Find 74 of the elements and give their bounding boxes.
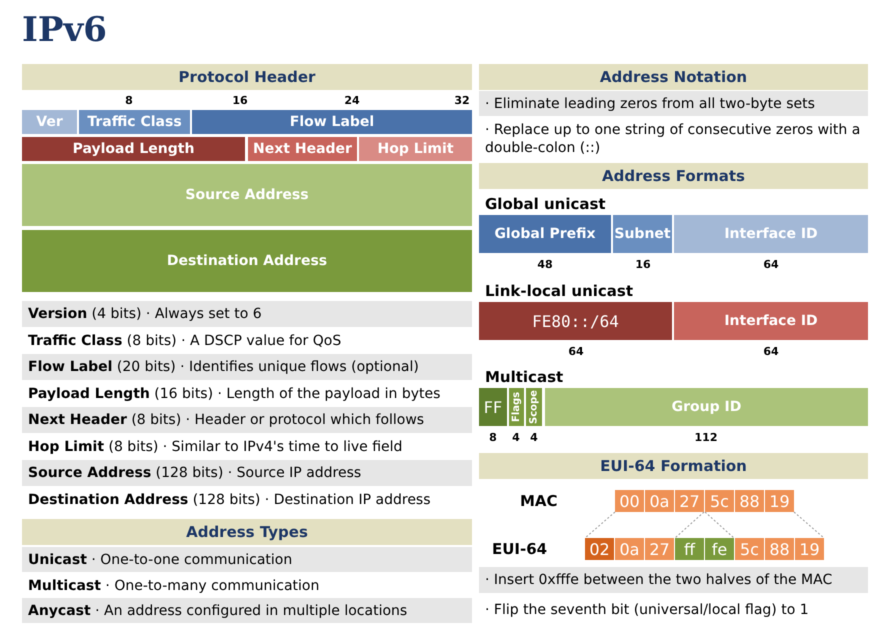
- bit-number: 8: [124, 93, 134, 106]
- byte-box: 00: [615, 490, 644, 512]
- byte-box: ff: [675, 538, 704, 560]
- address-field-box: Global Prefix: [479, 215, 611, 253]
- field-description: Payload Length (16 bits) · Length of the payload in bytes: [27, 384, 442, 404]
- address-field-box: Flags: [509, 388, 524, 426]
- subheading: Multicast: [485, 368, 564, 388]
- section-header-band: Protocol Header: [22, 64, 472, 90]
- bit-number: 32: [453, 93, 471, 106]
- guide-line: [584, 512, 616, 538]
- header-field-box: Flow Label: [192, 110, 472, 134]
- guide-line: [704, 512, 734, 538]
- header-field-box: Payload Length: [22, 137, 245, 161]
- header-field-box: Next Header: [248, 137, 357, 161]
- section-header-band: EUI-64 Formation: [479, 453, 868, 479]
- bullet-note: · Eliminate leading zeros from all two-byte sets: [479, 91, 868, 116]
- bit-length: 4: [529, 430, 539, 443]
- bit-length: 112: [694, 430, 718, 443]
- header-field-box: Hop Limit: [359, 137, 472, 161]
- byte-box: 27: [675, 490, 704, 512]
- byte-box: 19: [765, 490, 794, 512]
- byte-box: 5c: [735, 538, 764, 560]
- address-type-description: Anycast · An address configured in multiple locations: [22, 598, 472, 623]
- bit-length: 16: [634, 257, 652, 270]
- byte-box: 0a: [645, 490, 674, 512]
- address-field-box: Scope: [526, 388, 542, 426]
- address-field-box: FF: [479, 388, 507, 426]
- byte-box: 88: [735, 490, 764, 512]
- bit-length: 48: [536, 257, 554, 270]
- field-description: Source Address (128 bits) · Source IP address: [22, 460, 472, 486]
- bit-length: 64: [762, 344, 780, 357]
- guide-line: [794, 512, 824, 538]
- field-description: Version (4 bits) · Always set to 6: [22, 301, 472, 327]
- field-description: Destination Address (128 bits) · Destination IP address: [27, 490, 432, 510]
- bit-number: 16: [231, 93, 249, 106]
- bit-length: 4: [511, 430, 521, 443]
- address-type-description: Multicast · One-to-many communication: [27, 576, 320, 596]
- page-title: IPv6: [22, 10, 107, 50]
- header-field-box: Source Address: [22, 164, 472, 226]
- section-header-band: Address Types: [22, 519, 472, 545]
- field-description: Hop Limit (8 bits) · Similar to IPv4's time to live field: [27, 438, 404, 456]
- byte-box: 5c: [705, 490, 734, 512]
- section-header-band: Address Notation: [479, 64, 868, 90]
- bit-length: 8: [488, 430, 498, 443]
- byte-box: 27: [645, 538, 674, 560]
- section-header-band: Address Formats: [479, 163, 868, 189]
- address-field-box: Subnet: [613, 215, 672, 253]
- guide-line: [674, 512, 704, 538]
- bit-length: 64: [567, 344, 585, 357]
- header-field-box: Traffic Class: [79, 110, 190, 134]
- byte-box: 02: [585, 538, 614, 560]
- subheading: Global unicast: [485, 195, 607, 215]
- bullet-note: · Flip the seventh bit (universal/local flag) to 1: [484, 601, 810, 620]
- row-label: EUI-64: [492, 540, 548, 560]
- byte-box: fe: [705, 538, 734, 560]
- address-field-box: Interface ID: [674, 302, 868, 340]
- bit-number: 24: [343, 93, 361, 106]
- header-field-box: Ver: [22, 110, 77, 134]
- field-description: Traffic Class (8 bits) · A DSCP value for QoS: [27, 332, 342, 350]
- byte-box: 0a: [615, 538, 644, 560]
- address-field-box: FE80::/64: [479, 302, 672, 340]
- byte-box: 19: [795, 538, 824, 560]
- subheading: Link-local unicast: [485, 282, 634, 302]
- bullet-note: · Replace up to one string of consecutive zeros with a double-colon (::): [484, 121, 862, 157]
- address-type-description: Unicast · One-to-one communication: [22, 547, 472, 572]
- header-field-box: Destination Address: [22, 230, 472, 292]
- row-label: MAC: [520, 492, 559, 512]
- address-field-box: Group ID: [545, 388, 868, 426]
- byte-box: 88: [765, 538, 794, 560]
- field-description: Next Header (8 bits) · Header or protocol which follows: [22, 407, 472, 433]
- address-field-box: Interface ID: [674, 215, 868, 253]
- bit-length: 64: [762, 257, 780, 270]
- bullet-note: · Insert 0xfffe between the two halves of the MAC: [479, 567, 868, 593]
- field-description: Flow Label (20 bits) · Identifies unique flows (optional): [22, 354, 472, 380]
